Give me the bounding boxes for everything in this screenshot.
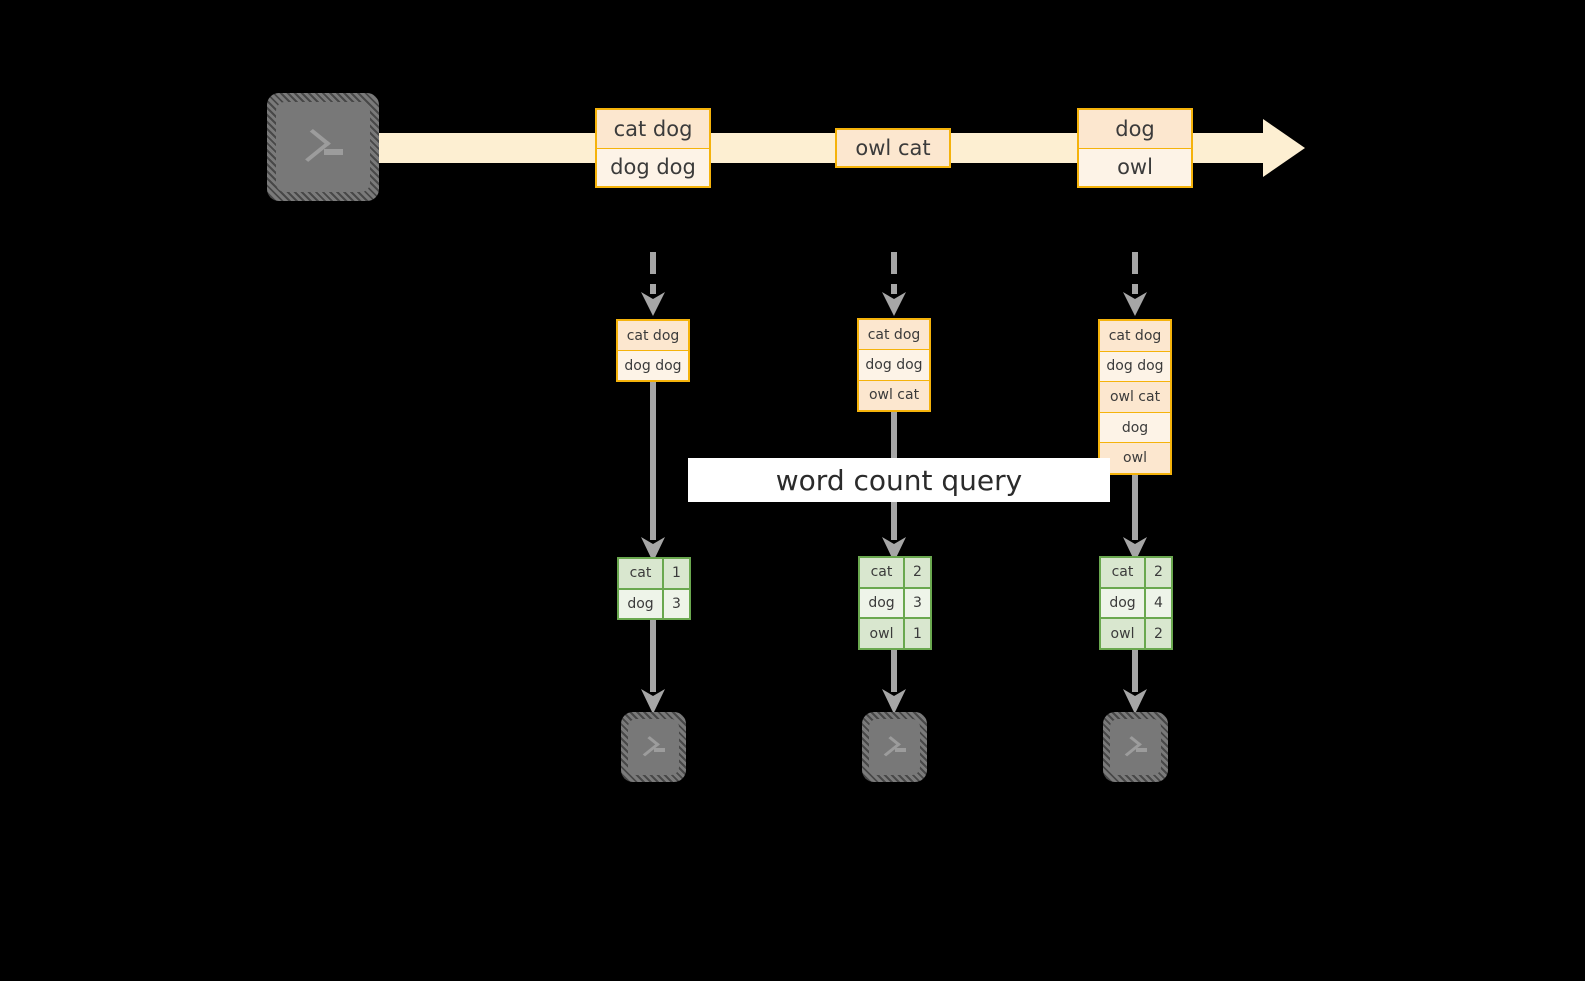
terminal-prompt-icon [290,125,351,168]
chevron-right-icon [634,736,660,757]
dashed-arrow-3 [1123,252,1147,316]
counts-word: dog [619,589,664,618]
counts-word: cat [860,558,905,587]
counts-value: 3 [664,589,689,618]
counts-word: owl [1101,619,1146,649]
accumulated-line: owl [1100,443,1170,473]
counts-word: cat [1101,558,1146,587]
sink-terminal-1-screen [628,719,679,775]
counts-word: owl [860,619,905,649]
query-banner: word count query [688,458,1110,502]
terminal-prompt-icon [875,734,910,761]
cursor-underscore-icon [895,748,906,752]
counts-value: 4 [1146,588,1171,618]
counts-row: dog 3 [860,588,930,620]
counts-value: 2 [1146,558,1171,587]
sink-arrow-3 [1123,650,1147,714]
sink-terminal-3-screen [1110,719,1161,775]
source-terminal-screen [276,102,370,192]
batch-line: dog [1079,110,1191,149]
cursor-underscore-icon [1136,748,1147,752]
stream-band-arrowhead [1263,119,1305,177]
chevron-right-icon [875,736,901,757]
counts-row: cat 1 [619,559,689,590]
counts-value: 1 [664,559,689,588]
dashed-arrow-2 [882,252,906,316]
accumulated-line: dog [1100,412,1170,444]
cursor-underscore-icon [654,748,665,752]
accumulated-line: cat dog [859,320,929,351]
sink-terminal-1-icon[interactable] [621,712,686,782]
counts-word: cat [619,559,664,588]
accumulated-table-3[interactable]: cat dog dog dog owl cat dog owl [1098,319,1172,475]
terminal-prompt-icon [634,734,669,761]
batch-line: dog dog [597,148,709,186]
counts-row: owl 2 [1101,619,1171,649]
counts-table-2[interactable]: cat 2 dog 3 owl 1 [858,556,932,650]
chevron-right-icon [1116,736,1142,757]
accumulated-line: owl cat [1100,382,1170,413]
counts-value: 2 [905,558,930,587]
accumulated-line: owl cat [859,380,929,410]
counts-word: dog [860,588,905,618]
chevron-right-icon [290,129,332,163]
counts-word: dog [1101,588,1146,618]
counts-table-1[interactable]: cat 1 dog 3 [617,557,691,620]
sink-terminal-2-screen [869,719,920,775]
counts-row: dog 3 [619,589,689,618]
sink-terminal-2-icon[interactable] [862,712,927,782]
counts-value: 3 [905,588,930,618]
dashed-arrow-1 [641,252,665,316]
accumulated-line: cat dog [1100,321,1170,352]
accumulated-line: dog dog [859,350,929,381]
accumulated-line: dog dog [618,351,688,380]
counts-table-3[interactable]: cat 2 dog 4 owl 2 [1099,556,1173,650]
stream-batch-2[interactable]: owl cat [835,128,951,168]
query-arrow-1 [641,382,665,562]
counts-row: cat 2 [860,558,930,589]
counts-value: 2 [1146,619,1171,649]
query-arrow-3 [1123,475,1147,562]
cursor-underscore-icon [324,148,344,155]
stream-batch-1[interactable]: cat dog dog dog [595,108,711,188]
query-banner-label: word count query [775,463,1023,497]
counts-row: owl 1 [860,619,930,649]
counts-row: cat 2 [1101,558,1171,589]
batch-line: owl cat [837,130,949,166]
sink-terminal-3-icon[interactable] [1103,712,1168,782]
terminal-prompt-icon [1116,734,1151,761]
counts-row: dog 4 [1101,588,1171,620]
sink-arrow-2 [882,650,906,714]
accumulated-table-1[interactable]: cat dog dog dog [616,319,690,382]
source-terminal-icon[interactable] [267,93,379,201]
accumulated-line: dog dog [1100,351,1170,383]
accumulated-line: cat dog [618,321,688,351]
counts-value: 1 [905,619,930,649]
accumulated-table-2[interactable]: cat dog dog dog owl cat [857,318,931,412]
batch-line: cat dog [597,110,709,149]
stream-batch-3[interactable]: dog owl [1077,108,1193,188]
sink-arrow-1 [641,620,665,714]
batch-line: owl [1079,148,1191,186]
